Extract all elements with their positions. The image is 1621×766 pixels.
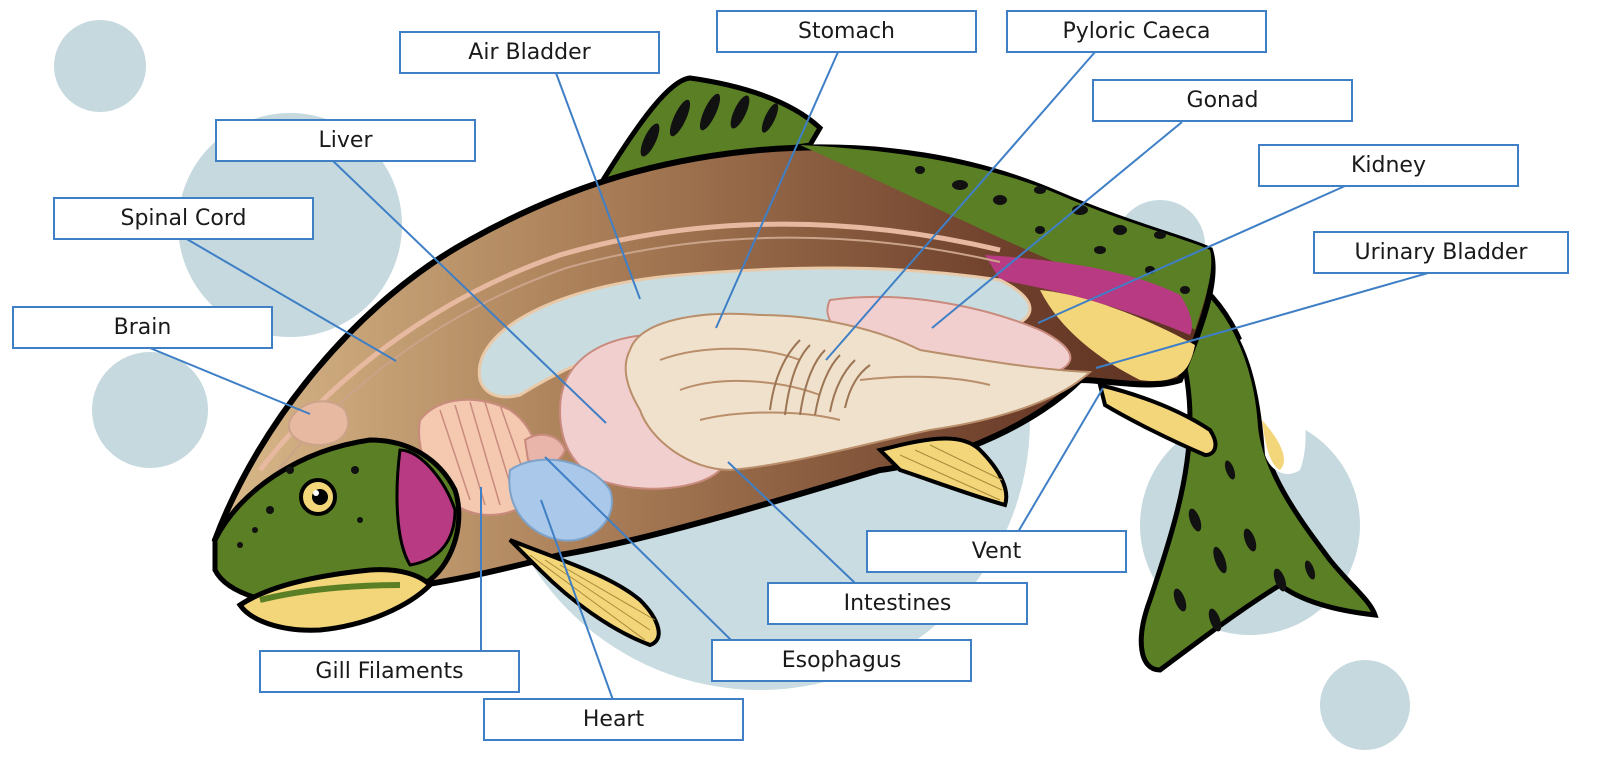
label-urinary-bladder: Urinary Bladder	[1313, 231, 1569, 274]
label-spinal-cord: Spinal Cord	[53, 197, 314, 240]
label-kidney: Kidney	[1258, 144, 1519, 187]
label-intestines: Intestines	[767, 582, 1028, 625]
label-esophagus: Esophagus	[711, 639, 972, 682]
label-heart: Heart	[483, 698, 744, 741]
label-brain: Brain	[12, 306, 273, 349]
label-liver: Liver	[215, 119, 476, 162]
label-gonad: Gonad	[1092, 79, 1353, 122]
label-pyloric-caeca: Pyloric Caeca	[1006, 10, 1267, 53]
label-stomach: Stomach	[716, 10, 977, 53]
label-vent: Vent	[866, 530, 1127, 573]
label-gill-filaments: Gill Filaments	[259, 650, 520, 693]
label-air-bladder: Air Bladder	[399, 31, 660, 74]
